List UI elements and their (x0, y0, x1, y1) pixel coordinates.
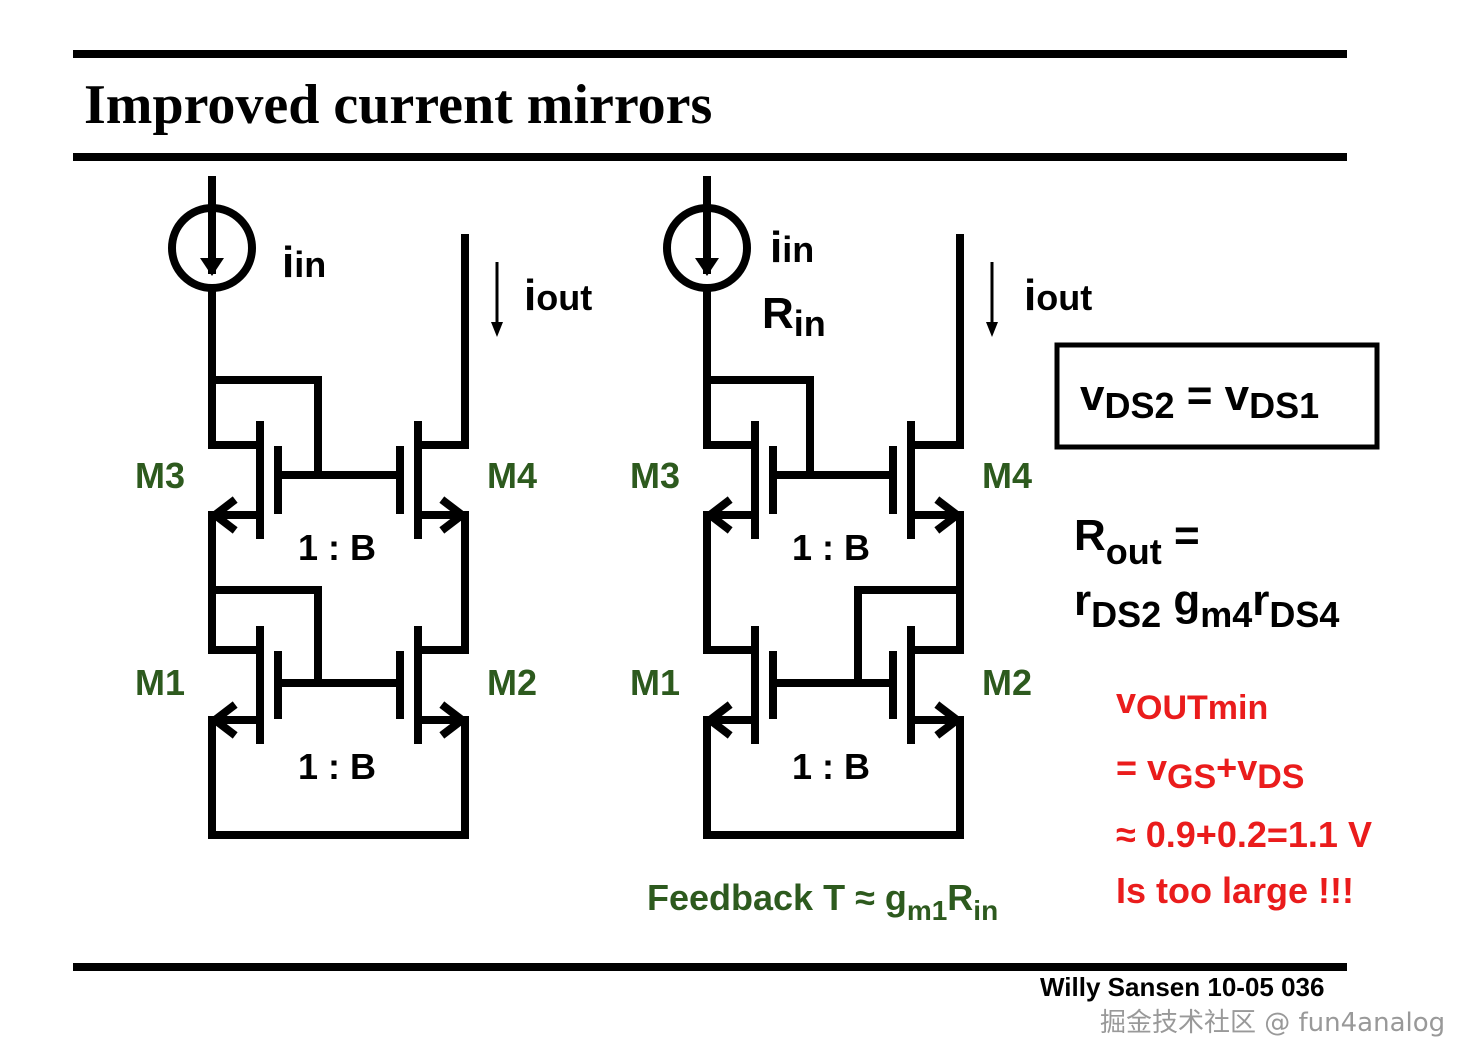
m1-label: M1 (630, 662, 680, 703)
title-rule (73, 153, 1347, 161)
right-circuit: iin Rin iout M3 M4 M1 M2 1 : B 1 : B Fee… (630, 176, 1092, 926)
iout-label: iout (1024, 271, 1092, 320)
voutmin-value: ≈ 0.9+0.2=1.1 V (1116, 814, 1372, 855)
m1-label: M1 (135, 662, 185, 703)
ratio-top: 1 : B (298, 527, 376, 568)
ratio-top: 1 : B (792, 527, 870, 568)
slide-title: Improved current mirrors (84, 74, 712, 136)
footer-author: Willy Sansen 10-05 036 (1040, 972, 1324, 1002)
m2-label: M2 (982, 662, 1032, 703)
feedback-label: Feedback T ≈ gm1Rin (647, 877, 998, 926)
vds-equality-box (1054, 342, 1380, 450)
m4-label: M4 (487, 455, 537, 496)
bottom-rule (73, 963, 1347, 971)
iin-label: iin (282, 238, 326, 287)
voutmin-expression: = vGS+vDS (1116, 747, 1304, 796)
rin-label: Rin (762, 289, 826, 344)
vds-equality: vDS2 = vDS1 (1080, 371, 1319, 426)
iout-label: iout (524, 271, 592, 320)
iin-label: iin (770, 223, 814, 272)
top-rule (73, 50, 1347, 58)
rout-label: Rout = (1074, 511, 1200, 572)
ratio-bottom: 1 : B (298, 746, 376, 787)
m2-label: M2 (487, 662, 537, 703)
left-circuit: iin iout M3 M4 M1 M2 1 : B 1 : B (135, 176, 592, 839)
voutmin-label: vOUTmin (1116, 680, 1268, 727)
watermark: 掘金技术社区 @ fun4analog (1100, 1008, 1445, 1038)
voutmin-conclusion: Is too large !!! (1116, 870, 1354, 911)
m3-label: M3 (630, 455, 680, 496)
ratio-bottom: 1 : B (792, 746, 870, 787)
m4-label: M4 (982, 455, 1032, 496)
rout-expression: rDS2 gm4rDS4 (1074, 576, 1339, 635)
m3-label: M3 (135, 455, 185, 496)
